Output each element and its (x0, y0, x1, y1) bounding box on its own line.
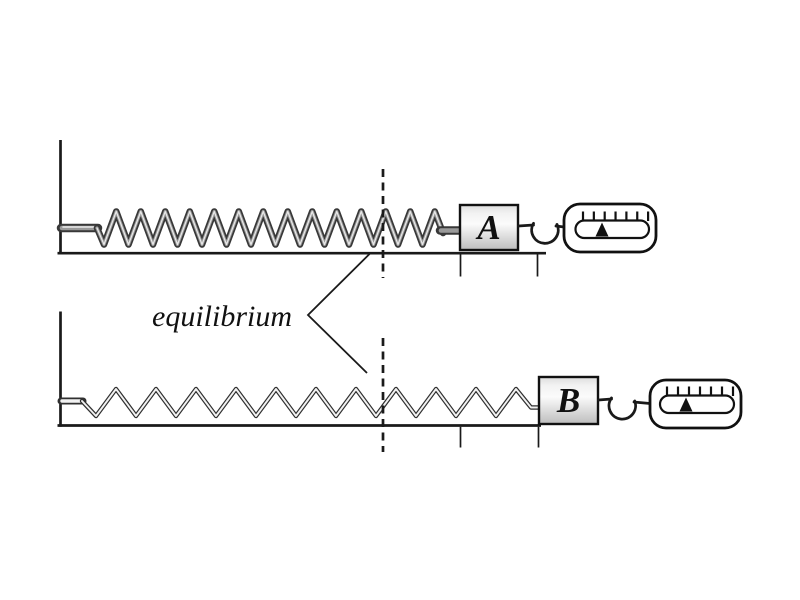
spring-scale-top-ticks (581, 211, 650, 221)
zigzag-spring (57, 386, 542, 419)
hook-top-rod (517, 223, 535, 228)
spring-scale-bottom-pointer (679, 397, 693, 412)
spring-scale-bottom-slot (658, 394, 736, 415)
block-b-body (537, 375, 600, 426)
block-b-label: B (556, 381, 580, 420)
coil-spring-body-shine (96, 210, 444, 246)
hook-bottom-curl (607, 396, 637, 421)
bottom-spring-system: B (57, 311, 743, 452)
hook-top-curl (530, 221, 560, 245)
hook-bottom (597, 396, 652, 421)
equilibrium-pointer-lines (306, 252, 371, 374)
block-b: B (537, 375, 600, 426)
spring-scale-top-pointer (595, 222, 609, 237)
equilibrium-label: equilibrium (152, 300, 292, 333)
zigzag-spring-body-fill (81, 388, 540, 417)
block-a: A (458, 203, 520, 252)
block-a-label: A (475, 208, 500, 247)
spring-scale-top-slot (574, 219, 651, 240)
equilibrium-callout: equilibrium (152, 252, 371, 374)
spring-scale-bottom-ticks (665, 386, 735, 396)
block-a-body (458, 203, 520, 252)
spring-scale-top (562, 202, 658, 254)
zigzag-spring-body (79, 386, 542, 419)
coil-spring (56, 208, 466, 248)
spring-scale-bottom (648, 378, 743, 430)
top-spring-system: A (56, 140, 658, 278)
hook-top (517, 221, 566, 245)
hook-bottom-stub (632, 400, 652, 405)
